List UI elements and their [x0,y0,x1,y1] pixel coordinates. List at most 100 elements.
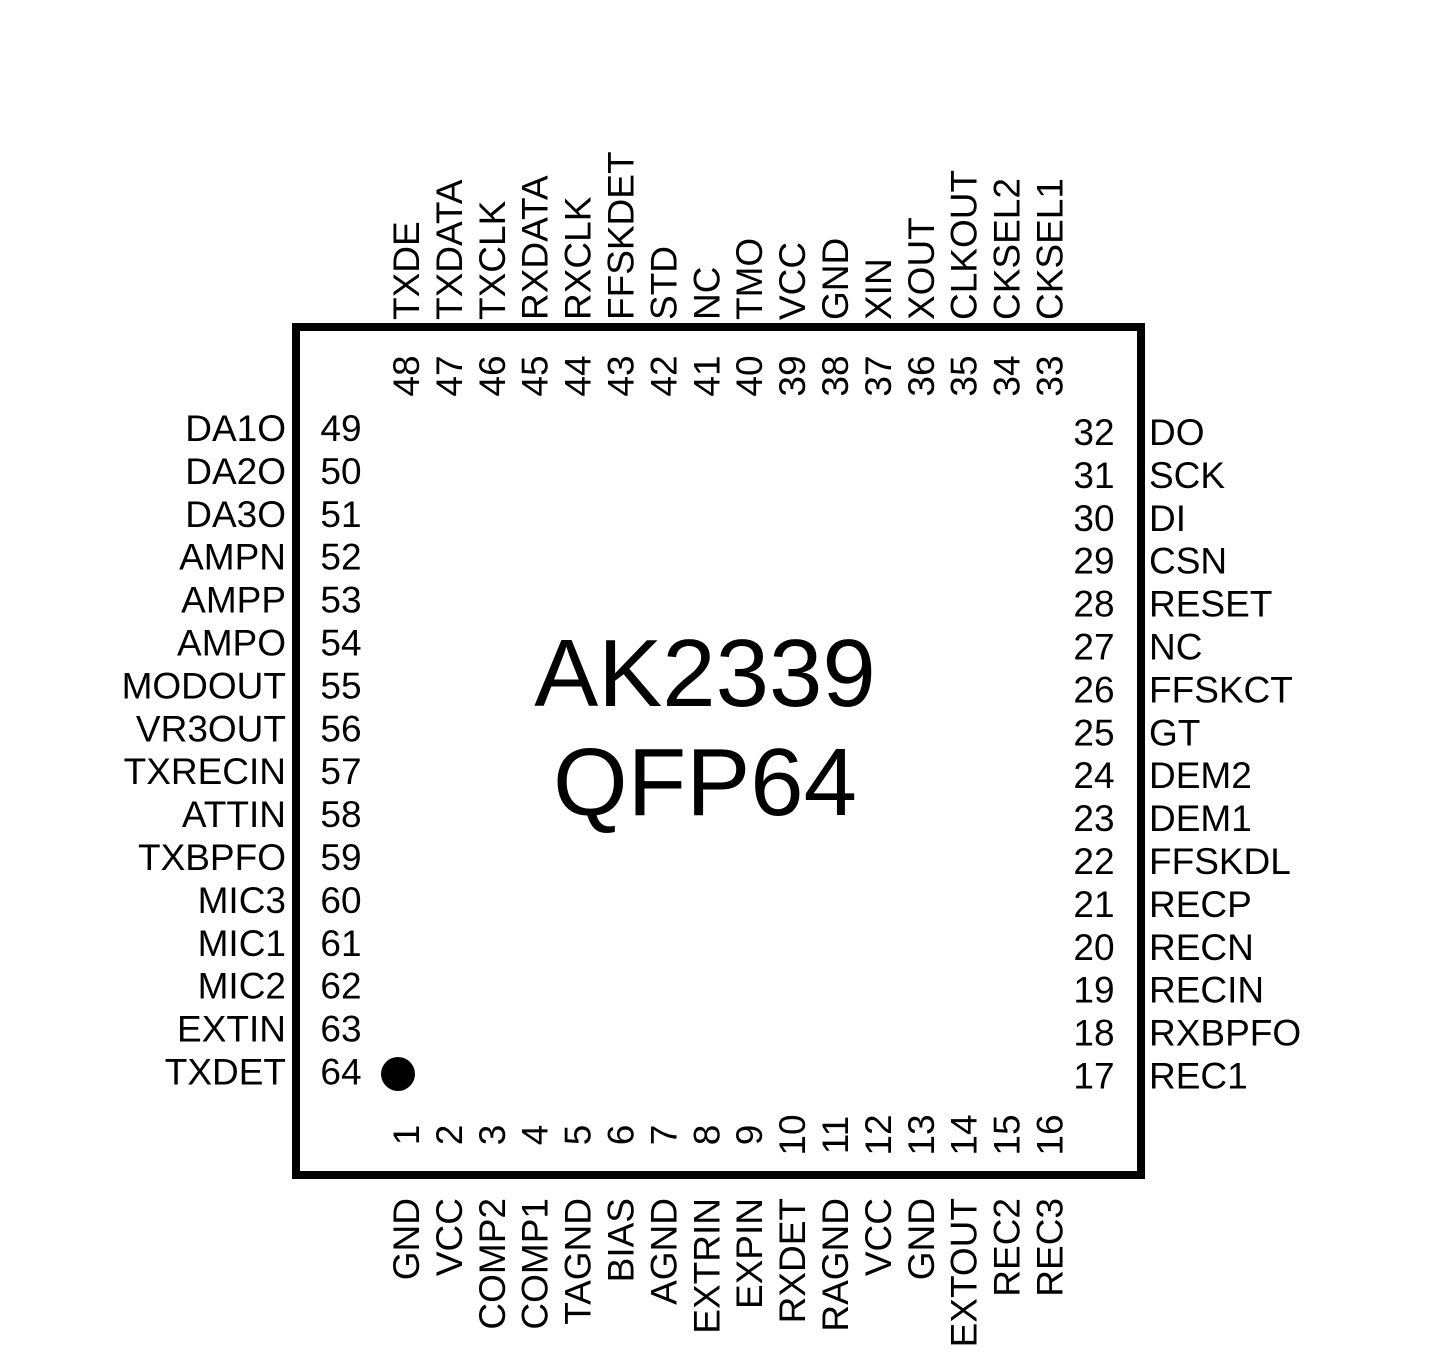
pin-name-7: AGND [643,1198,684,1305]
pin-number-48: 48 [386,355,427,396]
pin-number-61: 61 [320,923,361,964]
pin-number-17: 17 [1073,1056,1114,1097]
pin-number-11: 11 [815,1116,856,1154]
pin-name-48: TXDE [386,221,427,320]
pin-number-31: 31 [1073,455,1114,496]
pin-name-41: NC [686,267,727,320]
pin-number-14: 14 [944,1114,985,1155]
pin-name-11: RAGND [815,1198,856,1332]
pin-name-20: RECN [1149,927,1254,968]
pin-name-10: RXDET [772,1198,813,1323]
pin-number-28: 28 [1073,584,1114,625]
pin-name-26: FFSKCT [1149,669,1293,710]
pin-number-16: 16 [1030,1114,1071,1155]
pin-number-32: 32 [1073,412,1114,453]
chip-body-outline [292,323,1145,1179]
pin-name-45: RXDATA [515,175,556,320]
pin-name-49: DA1O [185,408,286,449]
pin-name-44: RXCLK [558,196,599,320]
pin-name-36: XOUT [901,217,942,320]
pin-number-34: 34 [987,355,1028,396]
pin-number-63: 63 [320,1009,361,1050]
pin-number-59: 59 [320,837,361,878]
pin-name-1: GND [386,1198,427,1280]
pin-number-27: 27 [1073,627,1114,668]
pin-name-23: DEM1 [1149,798,1252,839]
pin-number-42: 42 [643,355,684,396]
chip-part-number: AK2339 [534,620,876,727]
pin-name-33: CKSEL1 [1030,178,1071,320]
pin-name-34: CKSEL2 [987,178,1028,320]
pin-number-55: 55 [320,665,361,706]
pin-number-3: 3 [472,1125,513,1146]
pin-number-58: 58 [320,794,361,835]
pin-name-58: ATTIN [182,794,286,835]
pin-number-33: 33 [1030,355,1071,396]
pin-number-13: 13 [901,1114,942,1155]
pin-number-19: 19 [1073,970,1114,1011]
chip-package-name: QFP64 [553,729,857,836]
pin-name-60: MIC3 [198,880,286,921]
pin-name-57: TXRECIN [124,751,286,792]
pin-name-43: FFSKDET [601,151,642,320]
pin-name-51: DA3O [185,494,286,535]
pin-name-31: SCK [1149,455,1225,496]
pin-name-38: GND [815,238,856,320]
pin-number-5: 5 [558,1125,599,1146]
pin-name-15: REC2 [987,1198,1028,1297]
pin-number-23: 23 [1073,798,1114,839]
pin-name-19: RECIN [1149,970,1264,1011]
pin-name-4: COMP1 [515,1198,556,1330]
pin-number-4: 4 [515,1125,556,1146]
pin-name-59: TXBPFO [138,837,286,878]
pin-name-22: FFSKDL [1149,841,1291,882]
pin-number-47: 47 [429,355,470,396]
pin-name-18: RXBPFO [1149,1013,1301,1054]
pin-number-64: 64 [320,1052,361,1093]
pin-name-62: MIC2 [198,966,286,1007]
pin-name-42: STD [643,246,684,320]
pin-number-10: 10 [772,1114,813,1155]
pin-name-14: EXTOUT [944,1198,985,1347]
pin-number-44: 44 [558,355,599,396]
pin-name-54: AMPO [177,623,286,664]
pin-number-56: 56 [320,708,361,749]
pin-number-26: 26 [1073,669,1114,710]
pin-number-9: 9 [729,1125,770,1146]
pin-number-15: 15 [987,1114,1028,1155]
pin-number-52: 52 [320,537,361,578]
pin-number-46: 46 [472,355,513,396]
pin-number-60: 60 [320,880,361,921]
pin-name-25: GT [1149,712,1200,753]
pin-name-53: AMPP [181,580,286,621]
pin-name-63: EXTIN [177,1009,286,1050]
pin-number-53: 53 [320,580,361,621]
pin-number-49: 49 [320,408,361,449]
pin-number-21: 21 [1073,884,1114,925]
pin-name-12: VCC [858,1198,899,1276]
pin-number-45: 45 [515,355,556,396]
pin-name-64: TXDET [165,1052,286,1093]
pin-number-43: 43 [601,355,642,396]
pin-name-47: TXDATA [429,179,470,320]
pin-name-50: DA2O [185,451,286,492]
pin-name-2: VCC [429,1198,470,1276]
pin-name-27: NC [1149,627,1202,668]
pin-number-12: 12 [858,1114,899,1155]
pin-number-1: 1 [386,1125,427,1146]
pin-number-25: 25 [1073,712,1114,753]
pin-name-28: RESET [1149,584,1272,625]
pin-number-22: 22 [1073,841,1114,882]
pin-name-39: VCC [772,242,813,320]
pin-number-29: 29 [1073,541,1114,582]
pin-number-41: 41 [686,355,727,396]
pin1-indicator-dot [381,1057,415,1091]
pin-name-55: MODOUT [122,665,286,706]
pin-name-3: COMP2 [472,1198,513,1330]
pin-name-16: REC3 [1030,1198,1071,1297]
pin-number-37: 37 [858,355,899,396]
pin-name-61: MIC1 [198,923,286,964]
pin-number-62: 62 [320,966,361,1007]
